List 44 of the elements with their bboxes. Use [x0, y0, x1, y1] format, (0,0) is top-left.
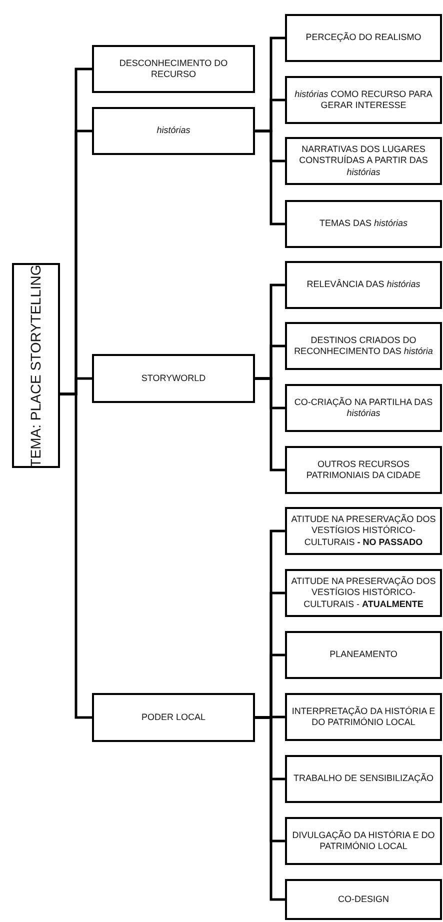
category-label: DESTINOS CRIADOS DO RECONHECIMENTO DAS história — [293, 334, 434, 358]
category-label: histórias COMO RECURSO PARA GERAR INTERESSE — [294, 88, 434, 112]
category-label: ATITUDE NA PRESERVAÇÃO DOS VESTÍGIOS HISTÓRICO-CULTURAIS - ATUALMENTE — [290, 576, 437, 610]
category-box — [92, 693, 255, 742]
category-box — [285, 261, 442, 309]
category-box — [285, 14, 442, 62]
category-box — [285, 446, 442, 494]
category-label: RELEVÂNCIA DAS histórias — [306, 279, 420, 291]
connector-line — [255, 130, 285, 226]
category-label: ATITUDE NA PRESERVAÇÃO DOS VESTÍGIOS HISTÓRICO-CULTURAIS - NO PASSADO — [290, 514, 437, 548]
category-label: STORYWORLD — [141, 372, 206, 384]
category-box — [285, 322, 442, 370]
category-box — [285, 200, 442, 248]
category-box — [285, 693, 442, 741]
category-label: DIVULGAÇÃO DA HISTÓRIA E DO PATRIMÓNIO LOCAL — [291, 830, 436, 852]
category-label: CO-DESIGN — [338, 894, 389, 906]
category-label: OUTROS RECURSOS PATRIMONIAIS DA CIDADE — [305, 458, 422, 482]
category-label: DESCONHECIMENTO DO RECURSO — [118, 58, 229, 80]
theme-title: TEMA: PLACE STORYTELLING — [27, 264, 44, 467]
category-box — [285, 631, 442, 679]
connector-line — [255, 716, 285, 901]
category-label: NARRATIVAS DOS LUGARES CONSTRUÍDAS A PARTIR DAS histórias — [298, 144, 429, 178]
category-box — [285, 76, 442, 124]
category-label: TRABALHO DE SENSIBILIZAÇÃO — [293, 773, 434, 785]
category-label: histórias — [156, 125, 190, 137]
category-box — [285, 137, 442, 185]
category-label: TEMAS DAS histórias — [319, 218, 408, 230]
category-box — [285, 879, 442, 920]
category-box — [285, 817, 442, 865]
category-box — [92, 107, 255, 155]
connector-line — [60, 392, 92, 719]
category-label: PERCEÇÃO DO REALISMO — [306, 32, 422, 44]
category-label: PODER LOCAL — [141, 712, 206, 724]
category-box — [285, 507, 442, 555]
connector-line — [255, 377, 285, 472]
theme-box — [12, 263, 60, 468]
category-box — [285, 569, 442, 617]
category-box — [92, 45, 255, 93]
category-box — [92, 354, 255, 403]
category-label: CO-CRIAÇÃO NA PARTILHA DAS histórias — [293, 396, 434, 420]
category-box — [285, 755, 442, 803]
category-label: PLANEAMENTO — [330, 649, 398, 661]
category-label: INTERPRETAÇÃO DA HISTÓRIA E DO PATRIMÓNIO LOCAL — [290, 706, 436, 728]
category-box — [285, 384, 442, 432]
